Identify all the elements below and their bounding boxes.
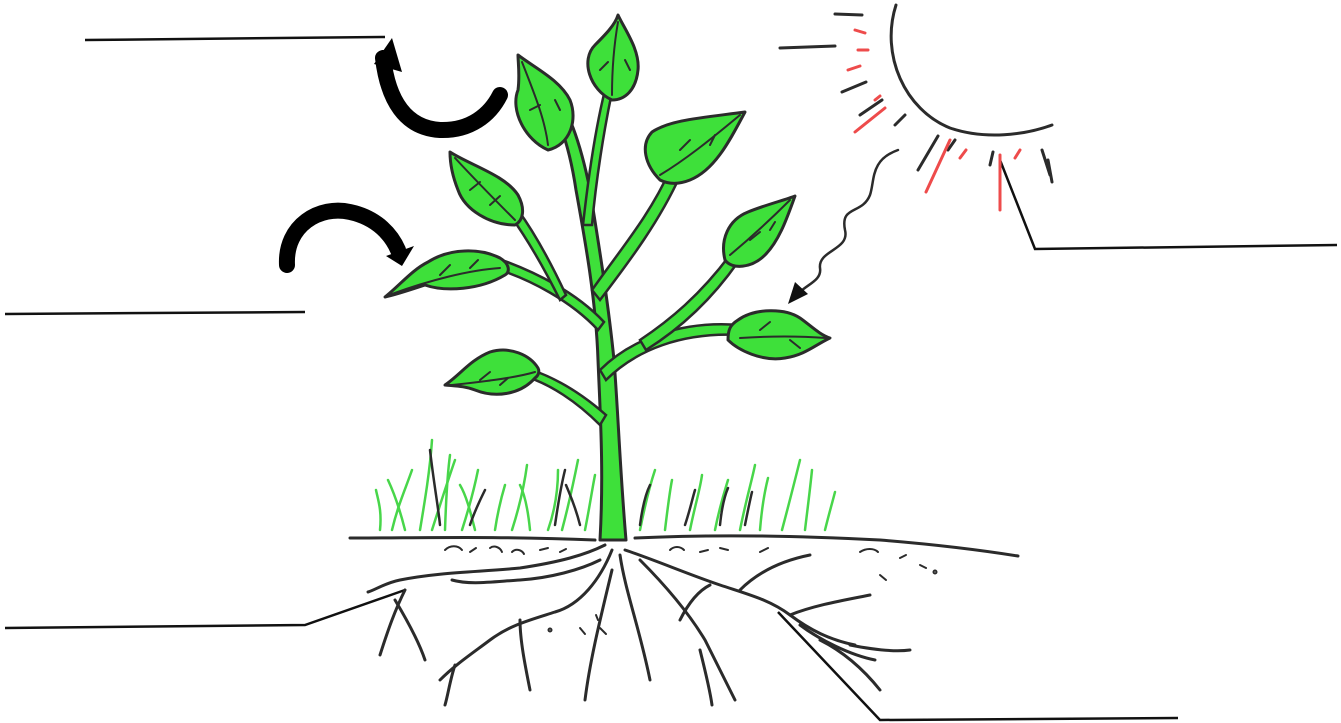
curved-arrow-icon (287, 211, 414, 266)
label-line-mid-left (5, 312, 305, 314)
leaf-right-lower (728, 311, 830, 359)
label-line-top-left (85, 37, 385, 40)
curved-arrow-icon (374, 38, 500, 130)
roots (368, 545, 910, 705)
wavy-arrow-icon (788, 150, 898, 304)
ground (350, 536, 1018, 634)
sun-outline (891, 5, 1052, 135)
label-line-bottom-right (778, 612, 1178, 720)
sun-icon (780, 5, 1052, 210)
leaf-left-lower (445, 350, 539, 394)
sun-rays-dark (780, 14, 1052, 182)
label-line-bottom-left (5, 590, 405, 628)
